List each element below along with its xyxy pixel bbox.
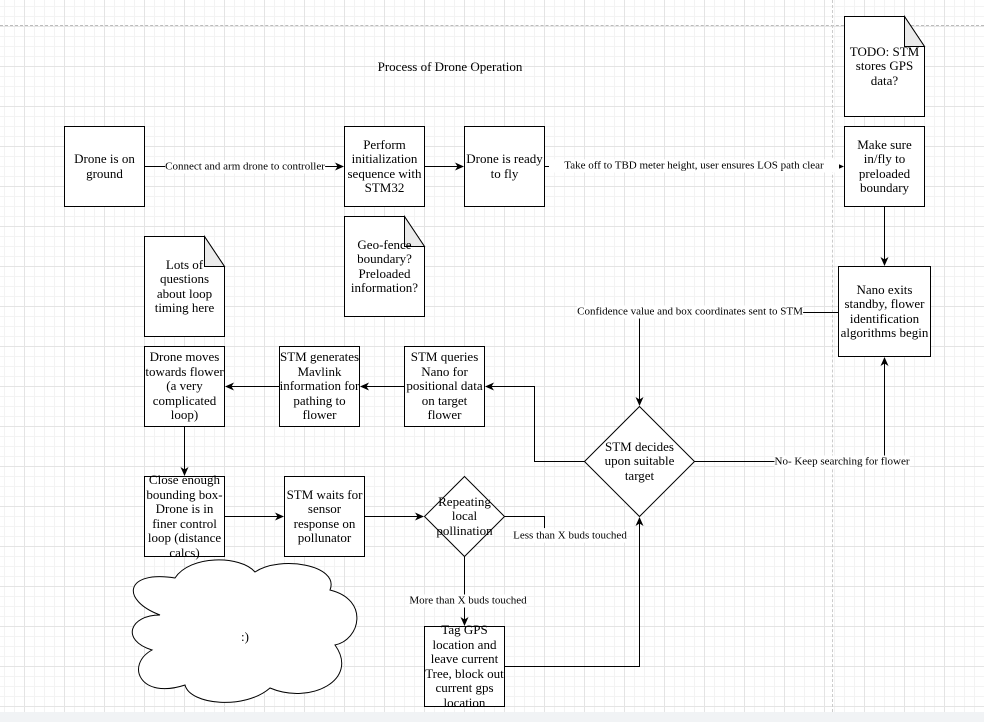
cloud-shape[interactable]: [131, 559, 358, 703]
cloud-label: :): [241, 628, 249, 644]
node-close-label: Close enough bounding box- Drone is in f…: [146, 472, 223, 560]
edge-decide-query[interactable]: [485, 382, 585, 462]
node-mavlink-label: STM generates Mavlink information for pa…: [279, 349, 360, 423]
node-moves-label: Drone moves towards flower (a very compl…: [145, 349, 224, 423]
node-query-label: STM queries Nano for positional data on …: [406, 349, 483, 423]
node-waits-label: STM waits for sensor response on polluna…: [286, 486, 363, 545]
node-waits[interactable]: [284, 476, 365, 557]
edge-keep-searching-label: No- Keep searching for flower: [774, 455, 910, 469]
node-ready-label: Drone is ready to fly: [466, 151, 543, 181]
edge-confidence-label: Confidence value and box coordinates sen…: [577, 305, 803, 319]
node-nano-exits-label: Nano exits standby, flower identificatio…: [840, 281, 929, 340]
edge-keep-searching[interactable]: [694, 357, 889, 462]
note-fold: [404, 214, 426, 247]
note-fold: [204, 234, 226, 267]
node-boundary[interactable]: [844, 126, 925, 207]
note-loop-label: Lots of questions about loop timing here: [154, 256, 215, 315]
node-moves[interactable]: [144, 346, 225, 427]
node-init[interactable]: [344, 126, 425, 207]
edge-confidence[interactable]: [635, 312, 839, 406]
node-tag-label: Tag GPS location and leave current Tree,…: [425, 622, 504, 710]
edge-tag-decide[interactable]: [504, 517, 644, 667]
node-nano-exits[interactable]: [838, 266, 931, 357]
node-repeat-label: Repeating local pollination: [436, 493, 493, 538]
page-break-vertical: [832, 0, 833, 722]
node-ready[interactable]: [464, 126, 545, 207]
edge-less-than-label: Less than X buds touched: [513, 529, 627, 543]
node-boundary-label: Make sure in/fly to preloaded boundary: [857, 136, 912, 195]
note-fold: [904, 14, 926, 47]
node-on-ground-label: Drone is on ground: [74, 151, 135, 181]
page-break-horizontal: [0, 25, 984, 26]
edge-less-than[interactable]: [504, 516, 545, 529]
node-init-label: Perform initialization sequence with STM…: [347, 136, 422, 195]
bottom-bar: [0, 712, 984, 722]
node-mavlink[interactable]: [279, 346, 360, 427]
node-tag[interactable]: [424, 626, 505, 707]
edge-more-than-label: More than X buds touched: [409, 594, 527, 608]
diagram-title: Process of Drone Operation: [377, 58, 523, 74]
edge-takeoff-label: Take off to TBD meter height, user ensur…: [549, 159, 839, 173]
edge-connect-label: Connect and arm drone to controller: [165, 160, 325, 174]
note-geofence-label: Geo-fence boundary? Preloaded informatio…: [350, 236, 419, 295]
node-decide-label: STM decides upon suitable target: [604, 438, 675, 483]
note-todo-label: TODO: STM stores GPS data?: [849, 43, 920, 88]
node-decide[interactable]: [583, 405, 696, 518]
node-query[interactable]: [404, 346, 485, 427]
